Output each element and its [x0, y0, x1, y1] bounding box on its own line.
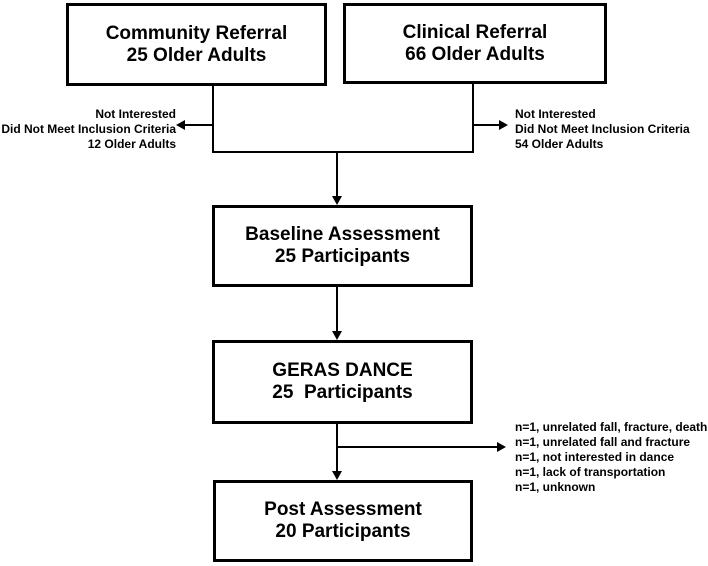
geras-dance-count: 25 Participants	[272, 382, 413, 403]
post-assessment-title: Post Assessment	[264, 499, 422, 520]
dropout-line-3: n=1, not interested in dance	[515, 450, 675, 464]
community-referral-box: Community Referral 25 Older Adults	[66, 3, 327, 86]
connector-merge-horizontal	[212, 151, 474, 153]
clinical-referral-box: Clinical Referral 66 Older Adults	[343, 3, 607, 84]
clinical-referral-count: 66 Older Adults	[405, 43, 545, 65]
arrowhead-left-exclusion-icon	[176, 120, 185, 130]
right-exclusion-text: Not Interested Did Not Meet Inclusion Cr…	[515, 107, 690, 152]
arrowhead-post-icon	[332, 471, 342, 480]
community-referral-title: Community Referral	[105, 22, 288, 44]
arrow-left-exclusion-shaft	[185, 124, 213, 126]
connector-community-drop	[212, 86, 214, 152]
baseline-assessment-title: Baseline Assessment	[245, 224, 440, 245]
connector-clinical-drop	[472, 84, 474, 152]
dropout-line-1: n=1, unrelated fall, fracture, death	[515, 420, 708, 434]
geras-dance-title: GERAS DANCE	[272, 360, 413, 381]
left-exclusion-line-2: Did Not Meet Inclusion Criteria	[1, 122, 176, 136]
left-exclusion-line-3: 12 Older Adults	[87, 137, 176, 151]
connector-to-baseline	[336, 152, 338, 196]
dropout-line-2: n=1, unrelated fall and fracture	[515, 435, 691, 449]
left-exclusion-line-1: Not Interested	[95, 107, 176, 121]
clinical-referral-title: Clinical Referral	[402, 21, 548, 43]
arrowhead-baseline-icon	[332, 196, 342, 205]
geras-dance-box: GERAS DANCE 25 Participants	[212, 340, 473, 424]
right-exclusion-line-3: 54 Older Adults	[515, 137, 604, 151]
baseline-assessment-box: Baseline Assessment 25 Participants	[212, 205, 473, 287]
arrowhead-dropout-icon	[497, 442, 506, 452]
community-referral-count: 25 Older Adults	[126, 44, 267, 66]
right-exclusion-line-1: Not Interested	[515, 107, 596, 121]
post-assessment-count: 20 Participants	[275, 521, 411, 542]
baseline-assessment-count: 25 Participants	[274, 246, 411, 267]
connector-to-geras	[336, 287, 338, 331]
arrow-dropout-shaft	[337, 446, 497, 448]
dropout-line-4: n=1, lack of transportation	[515, 465, 666, 479]
right-exclusion-line-2: Did Not Meet Inclusion Criteria	[515, 122, 690, 136]
post-assessment-box: Post Assessment 20 Participants	[213, 480, 473, 562]
arrow-right-exclusion-shaft	[474, 124, 499, 126]
dropout-line-5: n=1, unknown	[515, 480, 596, 494]
arrowhead-right-exclusion-icon	[499, 120, 508, 130]
dropout-reasons-text: n=1, unrelated fall, fracture, death n=1…	[515, 420, 707, 495]
left-exclusion-text: Not Interested Did Not Meet Inclusion Cr…	[1, 107, 176, 152]
arrowhead-geras-icon	[332, 331, 342, 340]
